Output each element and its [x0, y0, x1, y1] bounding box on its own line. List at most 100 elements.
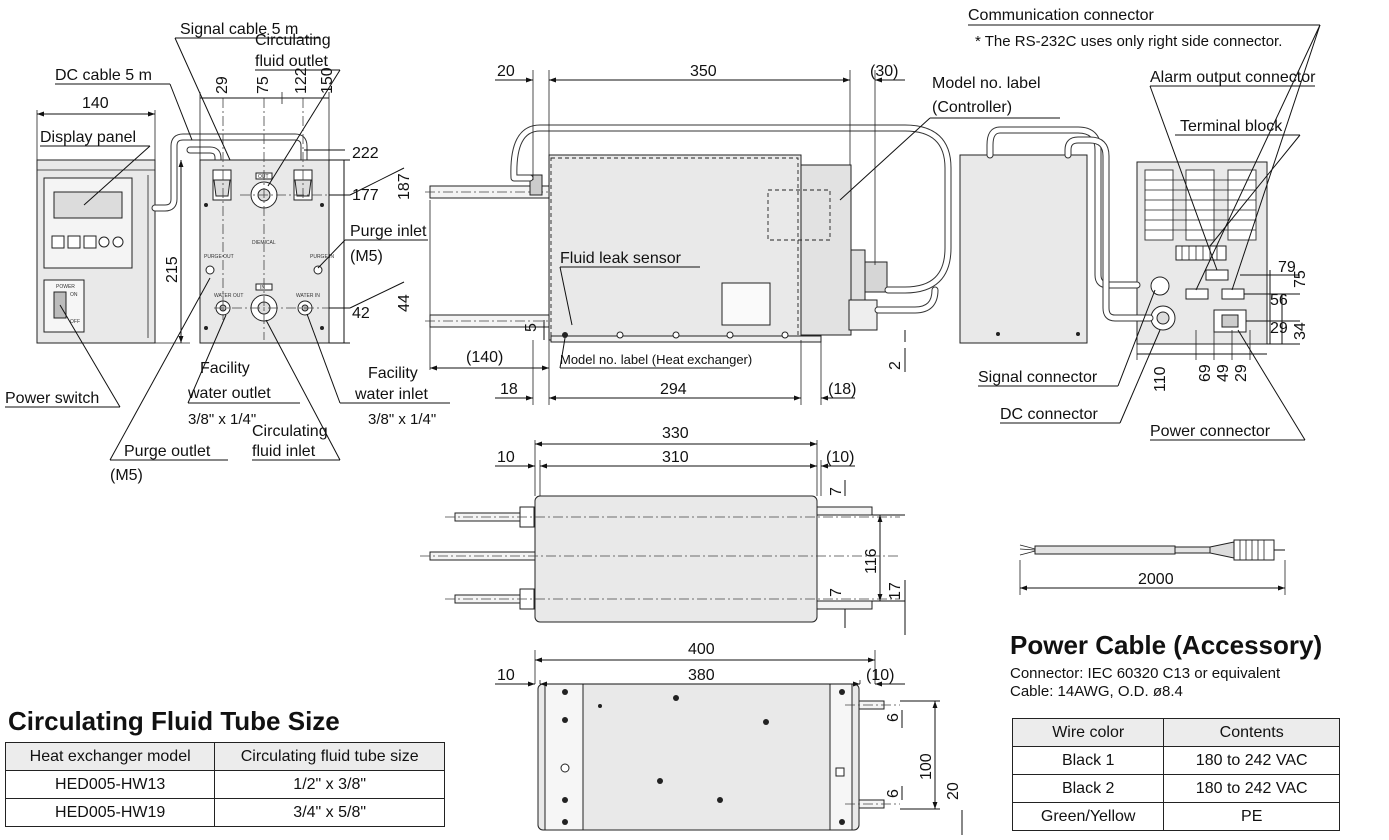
dim-text: 350 [690, 63, 717, 80]
dim-text: 380 [688, 667, 715, 684]
power-cable-title: Power Cable (Accessory) [1010, 630, 1323, 660]
tube-size-title: Circulating Fluid Tube Size [8, 706, 340, 736]
table-header: Circulating fluid tube size [214, 742, 445, 771]
table-cell: HED005-HW19 [4, 798, 216, 827]
dim-text: 20 [945, 782, 962, 800]
svg-text:(Controller): (Controller) [932, 99, 1012, 116]
table-header: Wire color [1011, 718, 1165, 747]
dim-text: 10 [497, 449, 515, 466]
dim-text: 79 [1278, 259, 1296, 276]
svg-text:(M5): (M5) [110, 467, 143, 484]
svg-text:fluid outlet: fluid outlet [255, 53, 328, 70]
plan-dimensions-2 [495, 650, 963, 835]
callout-labels: Signal cable 5 m DC cable 5 m Circulatin… [5, 7, 1316, 484]
dim-text: 116 [863, 548, 880, 574]
dim-text: 5 [523, 323, 540, 332]
power-cable-connector-spec: Connector: IEC 60320 C13 or equivalent [1010, 665, 1281, 682]
table-header: Heat exchanger model [4, 742, 216, 771]
plan-dimensions-1 [495, 440, 906, 635]
svg-text:WATER OUT: WATER OUT [214, 293, 243, 299]
rear-dimensions [1136, 270, 1300, 360]
dim-text: 110 [1152, 366, 1169, 392]
dim-text: 75 [255, 76, 272, 94]
dim-text: 75 [1292, 270, 1309, 288]
power-connector-label: Power connector [1150, 423, 1271, 440]
dim-text: 177 [352, 187, 379, 204]
terminal-block-label: Terminal block [1180, 118, 1283, 135]
table-row: HED005-HW13 1/2" x 3/8" [4, 770, 445, 799]
dim-text: (30) [870, 63, 898, 80]
dim-text: 6 [885, 789, 902, 798]
purge-outlet-label: Purge outlet [124, 443, 211, 460]
signal-connector-label: Signal connector [978, 369, 1098, 386]
plan-view-2 [537, 683, 900, 831]
dim-text: 400 [688, 641, 715, 658]
front-view: POWER ON OFF [36, 159, 156, 344]
alarm-output-connector [1205, 269, 1229, 281]
svg-text:3/8" x 1/4": 3/8" x 1/4" [368, 411, 436, 428]
svg-text:POWER: POWER [56, 284, 75, 290]
terminal-block [1175, 245, 1227, 261]
plan-view-1 [420, 495, 900, 623]
dim-text: 2000 [1138, 571, 1174, 588]
table-cell: HED005-HW13 [4, 770, 216, 799]
signal-cable-label: Signal cable 5 m [180, 21, 298, 38]
dim-text: 150 [319, 67, 336, 94]
rear-vents [1144, 169, 1257, 241]
rear-view [959, 154, 1268, 345]
dc-cable-label: DC cable 5 m [55, 67, 152, 84]
table-cell: Black 1 [1011, 746, 1165, 775]
table-cell: 1/2" x 3/8" [214, 770, 445, 799]
dim-text: (18) [828, 381, 856, 398]
facility-water-outlet-label: Facility [200, 360, 250, 377]
svg-text:fluid inlet: fluid inlet [252, 443, 316, 460]
dim-text: 44 [396, 294, 413, 312]
dim-text: 140 [82, 95, 109, 112]
model-label-controller: Model no. label [932, 75, 1041, 92]
svg-text:OUT: OUT [258, 174, 269, 180]
dim-text: (10) [826, 449, 854, 466]
dim-text: 34 [1292, 322, 1309, 340]
table-row: Black 1 180 to 242 VAC [1011, 746, 1340, 775]
dim-text: (140) [466, 349, 503, 366]
side-dimensions [36, 92, 405, 344]
dim-text: 49 [1215, 364, 1232, 382]
svg-text:IN: IN [260, 285, 265, 291]
table-cell: Green/Yellow [1011, 802, 1165, 831]
communication-connector-label: Communication connector [968, 7, 1155, 24]
circulating-fluid-outlet-label: Circulating [255, 32, 331, 49]
svg-text:water outlet: water outlet [187, 385, 271, 402]
side-long-view [425, 154, 888, 343]
dim-text: 20 [497, 63, 515, 80]
power-switch-label: Power switch [5, 390, 99, 407]
table-cell: 3/4" x 5/8" [214, 798, 445, 827]
dim-text: 330 [662, 425, 689, 442]
dim-text: 7 [828, 588, 845, 597]
circulating-fluid-inlet-label: Circulating [252, 423, 328, 440]
display-panel-label: Display panel [40, 129, 136, 146]
dim-text: 10 [497, 667, 515, 684]
dim-text: 42 [352, 305, 370, 322]
dimension-values: 140 215 29 75 122 150 222 177 187 44 42 … [82, 63, 1309, 800]
table-cell: 180 to 242 VAC [1163, 774, 1340, 803]
dim-text: 17 [887, 582, 904, 600]
dim-text: 187 [396, 173, 413, 200]
table-row: HED005-HW19 3/4" x 5/8" [4, 798, 445, 827]
dim-text: 69 [1197, 364, 1214, 382]
dim-text: 6 [885, 713, 902, 722]
rs232-note: * The RS-232C uses only right side conne… [975, 33, 1282, 50]
side-view: OUT DIEMICAL PURGE OUT PURGE IN IN WATER… [199, 98, 350, 344]
table-row: Black 2 180 to 242 VAC [1011, 774, 1340, 803]
alarm-output-connector-label: Alarm output connector [1150, 69, 1316, 86]
leader-lines [5, 24, 1321, 461]
dim-text: 56 [1270, 292, 1288, 309]
dim-text: 215 [164, 256, 181, 283]
top-dimensions [429, 70, 906, 405]
svg-text:ON: ON [70, 292, 78, 298]
dim-text: 310 [662, 449, 689, 466]
power-cable-table: Wire color Contents Black 1 180 to 242 V… [1011, 718, 1340, 831]
dim-text: 7 [828, 487, 845, 496]
tube-size-table: Heat exchanger model Circulating fluid t… [4, 742, 445, 827]
table-cell: 180 to 242 VAC [1163, 746, 1340, 775]
power-cable-cable-spec: Cable: 14AWG, O.D. ø8.4 [1010, 683, 1183, 700]
